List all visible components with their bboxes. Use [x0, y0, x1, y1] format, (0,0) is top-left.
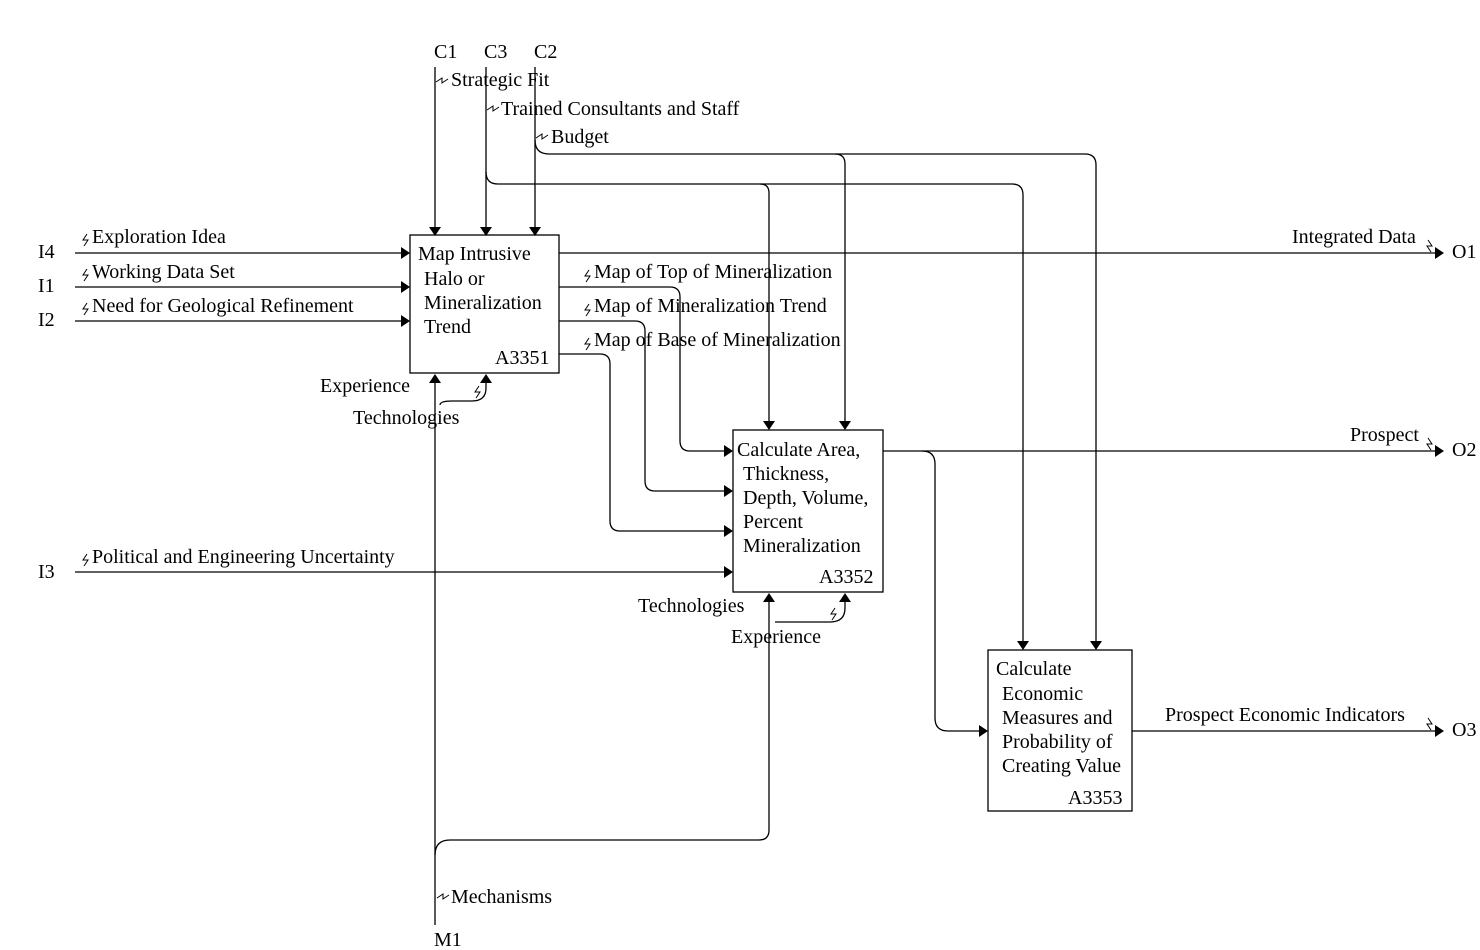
arrow-label-strategic-fit: Strategic Fit [451, 69, 550, 91]
box-a3351-line-1: Map Intrusive [418, 243, 531, 265]
box-a3353-line-4: Probability of [1002, 731, 1113, 753]
tunnel-code-o1: O1 [1452, 241, 1476, 263]
arrow-label-map-base: Map of Base of Mineralization [594, 329, 841, 351]
arrow-label-budget: Budget [551, 126, 609, 148]
input-arrow-exploration-idea[interactable]: I4 Exploration Idea [38, 226, 410, 263]
tunnel-code-i2: I2 [38, 309, 55, 331]
flow-arrow-map-base-mineralization[interactable]: Map of Base of Mineralization [559, 329, 841, 537]
mechanism-arrow-technologies-a3351[interactable] [439, 374, 492, 406]
output-arrow-prospect-economic-indicators[interactable]: Prospect Economic Indicators O3 [1132, 704, 1476, 741]
mechanism-arrow-mechanisms[interactable]: Mechanisms M1 [429, 374, 775, 950]
arrow-label-working-data-set: Working Data Set [92, 261, 235, 283]
mechanism-label-experience-a3351: Experience [320, 375, 410, 397]
tunnel-code-c1: C1 [434, 41, 457, 63]
control-arrow-strategic-fit[interactable]: C1 Strategic Fit [429, 41, 550, 236]
mechanism-arrow-technologies-a3352[interactable] [775, 593, 851, 623]
input-arrow-working-data-set[interactable]: I1 Working Data Set [38, 261, 410, 297]
tunnel-code-m1: M1 [434, 929, 462, 950]
arrow-label-prospect: Prospect [1350, 424, 1419, 446]
tunnel-code-c2: C2 [534, 41, 557, 63]
box-a3351-line-2: Halo or [424, 268, 485, 290]
tunnel-code-o2: O2 [1452, 439, 1476, 461]
control-arrow-budget[interactable]: C2 Budget [529, 41, 1102, 650]
arrow-label-political-uncertainty: Political and Engineering Uncertainty [92, 546, 395, 568]
box-a3352-code: A3352 [819, 566, 873, 588]
arrow-label-map-trend: Map of Mineralization Trend [594, 295, 827, 317]
activity-box-a3353[interactable]: Calculate Economic Measures and Probabil… [987, 649, 1133, 812]
box-a3353-code: A3353 [1068, 787, 1122, 809]
input-arrow-political-uncertainty[interactable]: I3 Political and Engineering Uncertainty [38, 546, 733, 583]
flow-arrow-map-top-mineralization[interactable]: Map of Top of Mineralization [559, 261, 832, 457]
box-a3353-line-1: Calculate [996, 658, 1072, 680]
arrow-label-prospect-economic: Prospect Economic Indicators [1165, 704, 1405, 726]
tunnel-code-i3: I3 [38, 561, 55, 583]
box-a3353-line-2: Economic [1002, 683, 1083, 705]
arrow-label-geological-refinement: Need for Geological Refinement [92, 295, 354, 317]
tunnel-code-o3: O3 [1452, 719, 1476, 741]
control-arrow-trained-staff[interactable]: C3 Trained Consultants and Staff [480, 41, 1029, 650]
tunnel-code-c3: C3 [484, 41, 507, 63]
box-a3352-line-1: Calculate Area, [737, 439, 860, 461]
mechanism-label-experience-a3352: Experience [731, 626, 821, 648]
tunnel-code-i1: I1 [38, 275, 55, 297]
box-a3352-line-4: Percent [743, 511, 803, 533]
mechanism-label-technologies-a3352: Technologies [638, 595, 745, 617]
box-a3352-line-3: Depth, Volume, [743, 487, 868, 509]
box-a3352-line-5: Mineralization [743, 535, 861, 557]
arrow-label-map-top: Map of Top of Mineralization [594, 261, 832, 283]
arrow-label-trained-staff: Trained Consultants and Staff [501, 98, 740, 120]
mechanism-label-technologies-a3351: Technologies [353, 407, 460, 429]
input-arrow-geological-refinement[interactable]: I2 Need for Geological Refinement [38, 295, 410, 331]
tunnel-code-i4: I4 [38, 241, 55, 263]
arrow-label-integrated-data: Integrated Data [1292, 226, 1416, 248]
flow-arrow-map-mineralization-trend[interactable]: Map of Mineralization Trend [559, 295, 827, 497]
box-a3353-line-3: Measures and [1002, 707, 1113, 729]
box-a3353-line-5: Creating Value [1002, 755, 1121, 777]
output-arrow-integrated-data[interactable]: Integrated Data O1 [559, 226, 1476, 263]
box-a3351-line-3: Mineralization [424, 292, 542, 314]
box-a3351-line-4: Trend [424, 316, 471, 338]
box-a3351-code: A3351 [495, 347, 549, 369]
arrow-label-mechanisms: Mechanisms [451, 886, 552, 908]
arrow-label-exploration-idea: Exploration Idea [92, 226, 226, 248]
output-arrow-prospect[interactable]: Prospect O2 [883, 424, 1476, 737]
activity-box-a3351[interactable]: Map Intrusive Halo or Mineralization Tre… [409, 234, 560, 374]
box-a3352-line-2: Thickness, [743, 463, 829, 485]
activity-box-a3352[interactable]: Calculate Area, Thickness, Depth, Volume… [732, 429, 884, 593]
